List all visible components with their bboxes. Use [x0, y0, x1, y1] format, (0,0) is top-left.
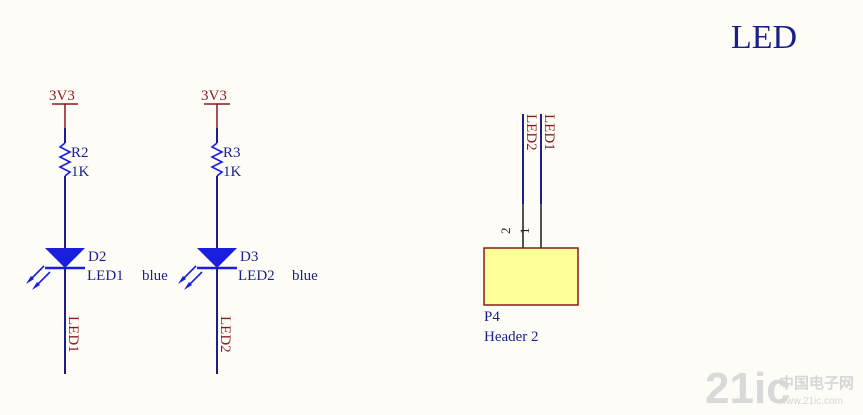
- watermark-logo: 21ic: [705, 364, 791, 413]
- power-port-label-1: 3V3: [49, 88, 75, 104]
- led-d3-icon: [197, 248, 237, 268]
- led-d2-comment: LED1: [87, 268, 124, 284]
- header-pin-2-number: 2: [498, 228, 513, 235]
- led-d2-color: blue: [142, 268, 168, 284]
- header-designator: P4: [484, 309, 500, 325]
- led2-branch: 3V3 R3 1K D3 LED2 blue LED2: [178, 88, 318, 374]
- led-d2-designator: D2: [88, 249, 106, 265]
- resistor-r3-designator: R3: [223, 145, 241, 161]
- header-pin-1-number: 1: [517, 228, 532, 235]
- led-d2-icon: [45, 248, 85, 268]
- net-label-led1-header: LED1: [541, 114, 557, 151]
- resistor-r3: [210, 142, 224, 177]
- net-label-led1-left: LED1: [65, 316, 81, 353]
- resistor-r2-value: 1K: [71, 164, 90, 180]
- light-emission-icon-d3: [178, 265, 203, 290]
- watermark-site-name: 中国电子网: [779, 374, 854, 392]
- net-label-led2-header: LED2: [523, 114, 539, 151]
- led1-branch: 3V3 R2 1K D2 LED1 blue LED1: [26, 88, 168, 374]
- watermark-url: www.21ic.com: [778, 396, 843, 407]
- led-d3-designator: D3: [240, 249, 258, 265]
- header-p4: LED2 LED1 2 1 P4 Header 2: [483, 114, 579, 345]
- resistor-r3-value: 1K: [223, 164, 242, 180]
- net-label-led2-left: LED2: [217, 316, 233, 353]
- header-comment: Header 2: [484, 329, 539, 345]
- resistor-r2-designator: R2: [71, 145, 89, 161]
- led-d3-color: blue: [292, 268, 318, 284]
- light-emission-icon-d2: [26, 265, 51, 290]
- led-d3-comment: LED2: [238, 268, 275, 284]
- power-port-label-2: 3V3: [201, 88, 227, 104]
- sheet-title: LED: [731, 19, 797, 56]
- header-body: [483, 247, 579, 306]
- resistor-r2: [58, 142, 72, 177]
- watermark: 21ic 中国电子网 www.21ic.com: [705, 364, 854, 413]
